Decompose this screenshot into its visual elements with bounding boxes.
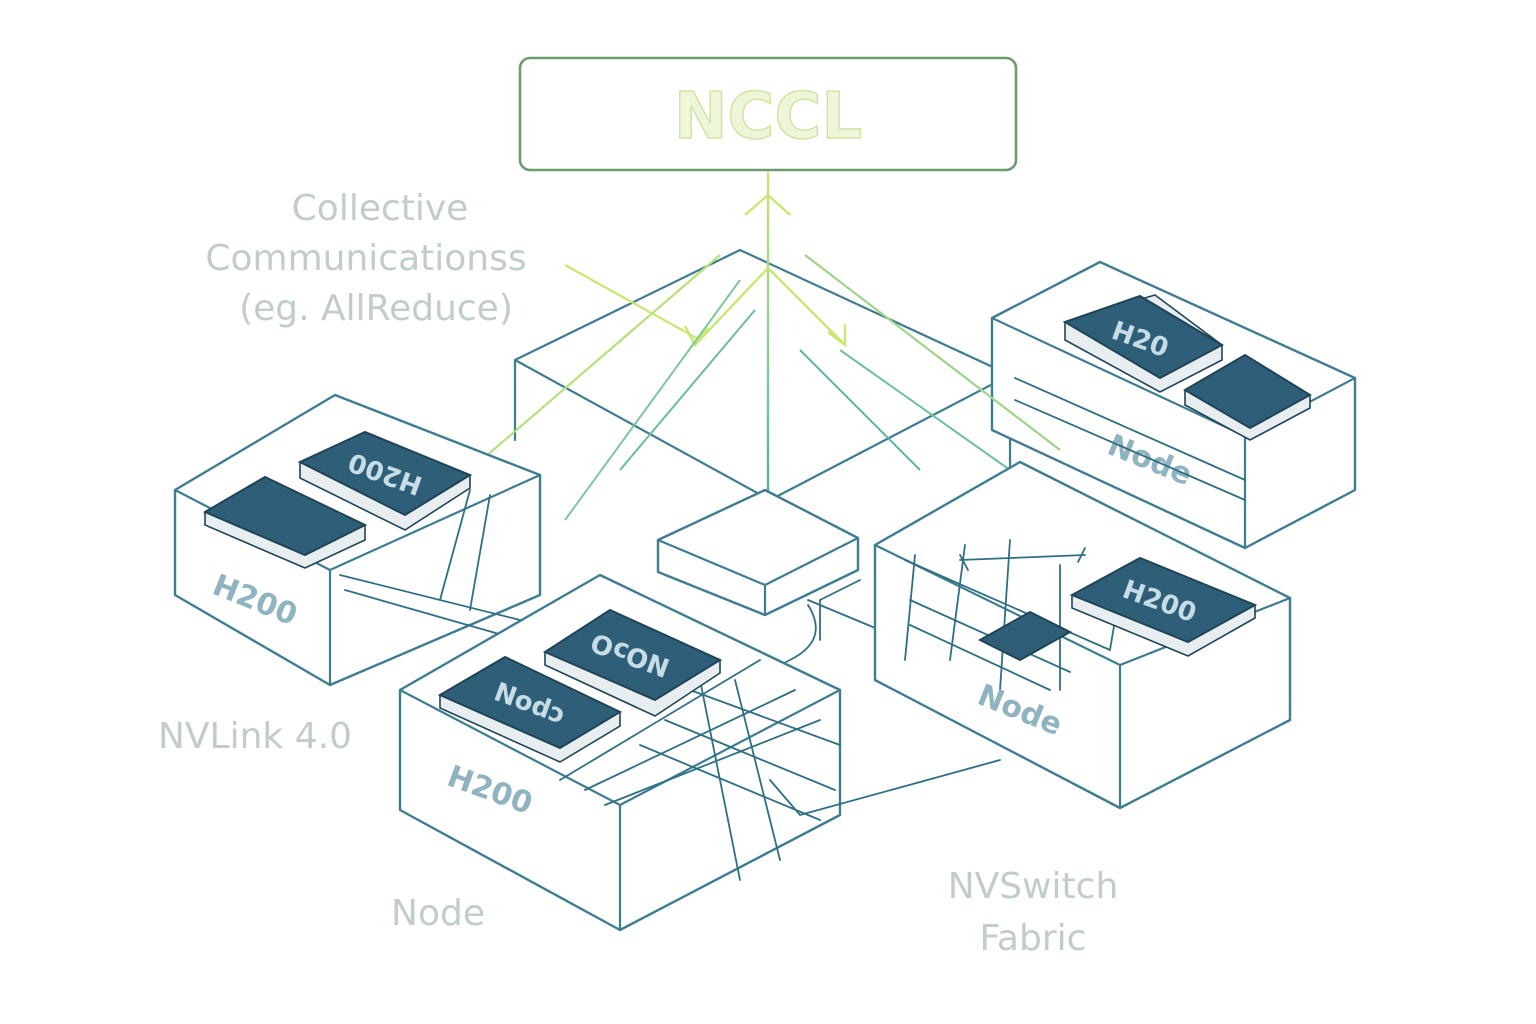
nccl-box: NCCL — [518, 56, 1018, 172]
nvswitch-label-line2: Fabric — [980, 918, 1087, 959]
nvswitch-label-line1: NVSwitch — [948, 866, 1119, 907]
nvlink-label: NVLink 4.0 — [158, 716, 352, 757]
collective-label-line1: Collective — [292, 188, 469, 229]
nccl-title: NCCL — [674, 80, 862, 154]
backplane-frame — [513, 248, 1012, 522]
node-right-top: H20 Node — [990, 260, 1357, 550]
node-bottom-label: Node — [391, 893, 485, 934]
collective-label-line3: (eg. AllReduce) — [239, 288, 513, 329]
nvswitch-hub — [656, 488, 881, 701]
node-left: H200 H200 — [173, 393, 542, 687]
node-right-bottom: H200 Node — [873, 460, 1292, 810]
collective-label: Collective Communicationss (eg. AllReduc… — [205, 188, 526, 329]
collective-label-line2: Communicationss — [205, 238, 526, 279]
node-center: NOᴐO Nodᴐ H200 — [398, 573, 1001, 932]
